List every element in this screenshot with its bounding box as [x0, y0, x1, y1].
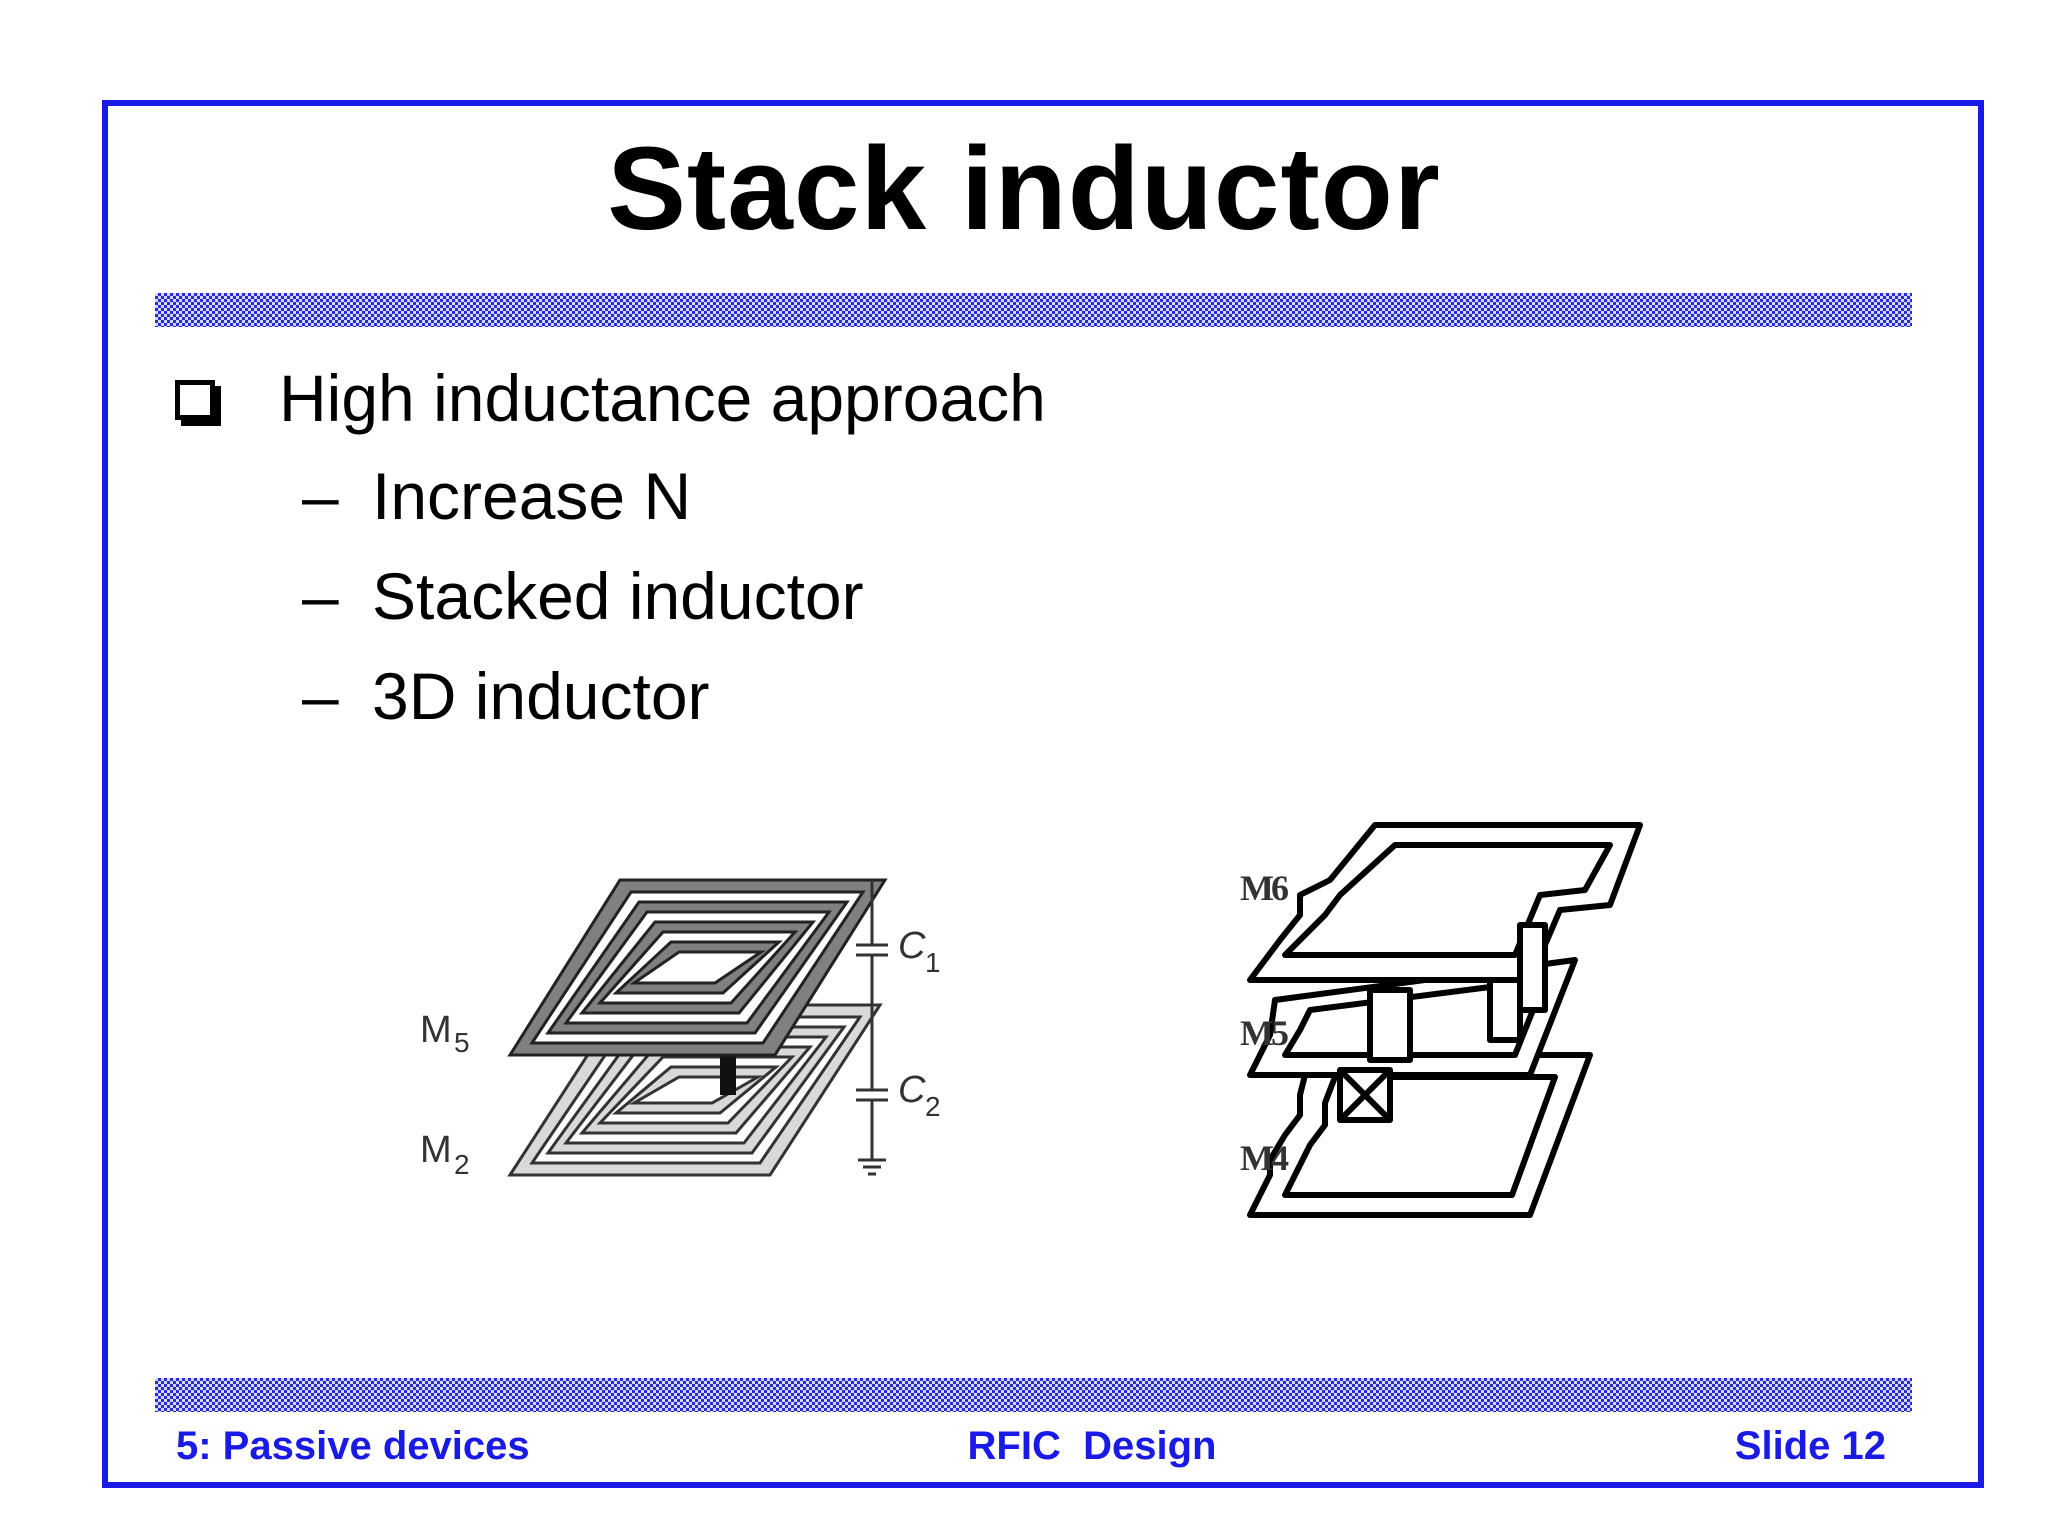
slide-title: Stack inductor — [607, 123, 1441, 255]
c1-label: C — [898, 925, 926, 967]
stacked-inductor-figure: M 5 M 2 C 1 C 2 — [420, 878, 941, 1180]
dash-marker: – — [302, 459, 339, 533]
sub-item: – Stacked inductor — [302, 563, 864, 629]
c2-subscript: 2 — [925, 1091, 941, 1122]
m2-subscript: 2 — [454, 1149, 470, 1180]
3d-inductor-figure: M6 M5 M4 — [1240, 822, 1643, 1218]
m5-label: M5 — [1240, 1013, 1288, 1053]
m2-label: M — [420, 1129, 452, 1171]
bullet-text: High inductance approach — [279, 361, 1046, 435]
sub-item: – Increase N — [302, 463, 691, 529]
m5-label: M — [420, 1009, 452, 1051]
sub-item-text: Stacked inductor — [372, 559, 864, 633]
c1-subscript: 1 — [925, 947, 941, 978]
capacitor-network — [856, 880, 888, 1176]
sub-item: – 3D inductor — [302, 663, 710, 729]
c2-label: C — [898, 1069, 926, 1111]
sub-item-text: Increase N — [372, 459, 692, 533]
footer-slide-number: Slide 12 — [1734, 1424, 1886, 1468]
footer-course-title: RFIC Design — [967, 1424, 1217, 1468]
footer-section-label: 5: Passive devices — [176, 1424, 530, 1468]
m4-label: M4 — [1240, 1138, 1289, 1178]
sub-item-text: 3D inductor — [372, 659, 710, 733]
m5-spiral-layer — [507, 878, 888, 1057]
m5-subscript: 5 — [454, 1027, 470, 1058]
slide-frame — [102, 100, 1984, 1488]
checkbox-bullet-icon — [175, 380, 215, 420]
bullet-item: High inductance approach — [175, 365, 1046, 431]
footer-divider — [155, 1378, 1912, 1412]
dash-marker: – — [302, 559, 339, 633]
dash-marker: – — [302, 659, 339, 733]
m6-label: M6 — [1240, 868, 1288, 908]
title-divider — [155, 293, 1912, 327]
